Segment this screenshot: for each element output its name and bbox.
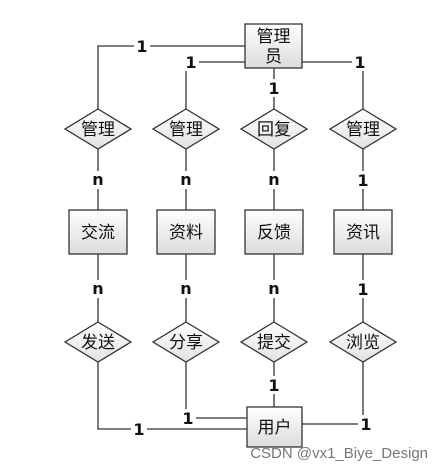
- relationship-tijiao[interactable]: 提交: [239, 321, 309, 363]
- card-fasong-user: 1: [133, 420, 144, 439]
- relationship-fenxiang[interactable]: 分享: [151, 321, 221, 363]
- card-fenxiang-user: 1: [182, 409, 193, 428]
- relationship-tijiao-label: 提交: [257, 333, 291, 353]
- entity-admin[interactable]: 管理 员: [244, 23, 303, 69]
- entity-zixun-label: 资讯: [346, 223, 380, 243]
- entity-admin-label-line1: 管理: [257, 27, 291, 47]
- card-admin-huifu: 1: [268, 79, 279, 98]
- relationship-fasong[interactable]: 发送: [63, 321, 133, 363]
- entity-jiaoliu[interactable]: 交流: [68, 209, 128, 255]
- card-tijiao-user: 1: [268, 376, 279, 395]
- entity-ziliao-label: 资料: [169, 223, 203, 243]
- relationship-guanli-4[interactable]: 管理: [328, 108, 398, 150]
- connectors: [97, 45, 364, 430]
- entity-admin-label-line2: 员: [265, 47, 282, 67]
- entity-ziliao[interactable]: 资料: [156, 209, 216, 255]
- card-guanli1-jiaoliu: n: [92, 170, 103, 189]
- card-jiaoliu-fasong: n: [92, 279, 103, 298]
- card-fankui-tijiao: n: [268, 279, 279, 298]
- card-ziliao-fenxiang: n: [180, 279, 191, 298]
- card-guanli2-ziliao: n: [180, 170, 191, 189]
- card-admin-guanli1: 1: [136, 37, 147, 56]
- relationship-guanli-1[interactable]: 管理: [63, 108, 133, 150]
- entity-jiaoliu-label: 交流: [81, 223, 115, 243]
- relationship-liulan-label: 浏览: [346, 333, 380, 353]
- card-guanli4-zixun: 1: [357, 171, 368, 190]
- card-admin-guanli4: 1: [354, 53, 365, 72]
- relationship-huifu[interactable]: 回复: [239, 108, 309, 150]
- entity-fankui[interactable]: 反馈: [244, 209, 304, 255]
- entity-user[interactable]: 用户: [246, 406, 303, 448]
- entity-fankui-label: 反馈: [257, 223, 291, 243]
- relationship-guanli-2-label: 管理: [169, 120, 203, 140]
- relationship-guanli-2[interactable]: 管理: [151, 108, 221, 150]
- relationship-guanli-1-label: 管理: [81, 120, 115, 140]
- relationship-fasong-label: 发送: [81, 333, 115, 353]
- edge-liulan-user: [302, 362, 364, 425]
- card-zixun-liulan: 1: [357, 280, 368, 299]
- entity-zixun[interactable]: 资讯: [333, 209, 393, 255]
- card-huifu-fankui: n: [268, 170, 279, 189]
- watermark: CSDN @vx1_Biye_Design: [250, 445, 428, 462]
- relationship-fenxiang-label: 分享: [169, 333, 203, 353]
- card-admin-guanli2: 1: [185, 53, 196, 72]
- entity-user-label: 用户: [258, 418, 292, 438]
- relationship-liulan[interactable]: 浏览: [328, 321, 398, 363]
- relationship-huifu-label: 回复: [257, 120, 291, 140]
- edge-admin-guanli1: [97, 45, 245, 109]
- card-liulan-user: 1: [360, 415, 371, 434]
- cardinality-labels: 1 1 1 1 n n n 1 n n n 1 1 1 1 1: [90, 37, 374, 439]
- edge-fasong-user: [97, 362, 247, 430]
- relationship-guanli-4-label: 管理: [346, 120, 380, 140]
